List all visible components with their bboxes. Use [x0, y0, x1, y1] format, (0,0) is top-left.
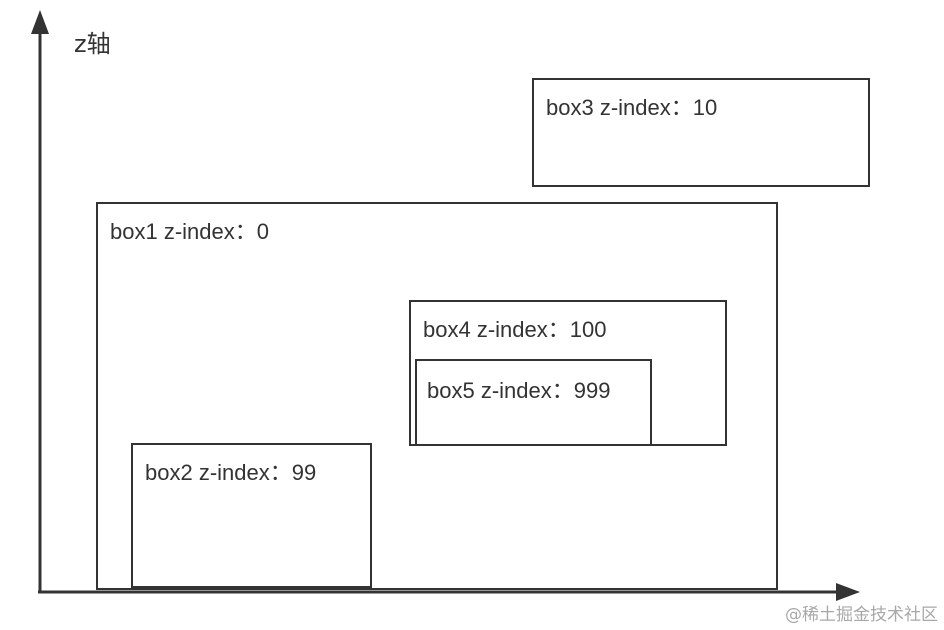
box2-label: box2 z-index：99 — [145, 460, 317, 485]
box5: box5 z-index：999 — [415, 359, 652, 446]
box3-label: box3 z-index：10 — [546, 95, 718, 120]
box3: box3 z-index：10 — [532, 78, 870, 187]
box2: box2 z-index：99 — [131, 443, 372, 588]
watermark-text: @稀土掘金技术社区 — [785, 605, 938, 625]
z-axis-label: z轴 — [74, 30, 111, 58]
x-axis-arrow-icon — [836, 583, 860, 601]
box4-label: box4 z-index：100 — [423, 317, 607, 342]
box1-label: box1 z-index：0 — [110, 219, 269, 244]
z-axis-arrow-icon — [31, 10, 49, 34]
box5-label: box5 z-index：999 — [427, 378, 611, 403]
